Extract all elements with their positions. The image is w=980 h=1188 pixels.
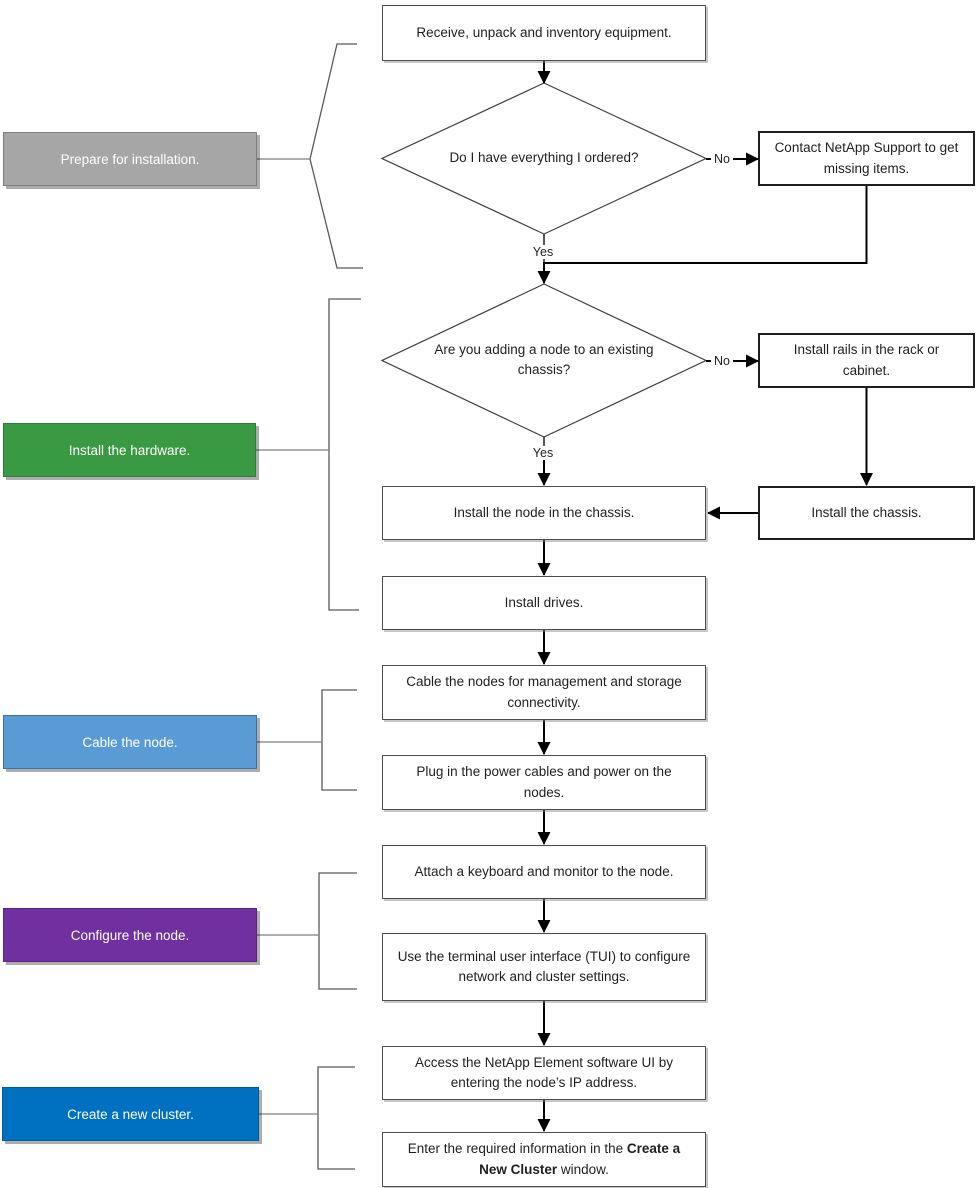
bracket-cable [321, 689, 357, 791]
phase-prepare-for-installation: Prepare for installation. [3, 132, 257, 186]
bracket-hardware [328, 298, 361, 611]
phase-install-the-hardware: Install the hardware. [3, 423, 256, 477]
group-brackets [309, 43, 363, 1170]
create-new-cluster-bold: Create a New Cluster [479, 1141, 681, 1177]
step-install-drives: Install drives. [382, 576, 706, 630]
edge-label-yes-2: Yes [529, 446, 557, 460]
phase-cable-the-node: Cable the node. [3, 715, 257, 769]
step-contact-netapp-support: Contact NetApp Support to get missing it… [758, 131, 975, 186]
decision-everything-ordered-label: Do I have everything I ordered? [449, 150, 639, 165]
step-install-rails: Install rails in the rack or cabinet. [758, 333, 975, 388]
edge-label-no-2: No [711, 354, 733, 368]
step-plug-in-power: Plug in the power cables and power on th… [382, 755, 706, 810]
step-attach-keyboard-monitor: Attach a keyboard and monitor to the nod… [382, 845, 706, 899]
bracket-configure [318, 872, 357, 990]
step-cable-nodes: Cable the nodes for management and stora… [382, 665, 706, 720]
edge-label-yes-1: Yes [529, 245, 557, 259]
enter-info-text: Enter the required information in the Cr… [407, 1141, 681, 1177]
edge-label-no-1: No [711, 152, 733, 166]
step-enter-cluster-info: Enter the required information in the Cr… [382, 1132, 706, 1187]
bracket-prepare [309, 43, 363, 269]
decision-diamonds [380, 82, 708, 438]
step-receive-unpack-inventory: Receive, unpack and inventory equipment. [382, 5, 706, 61]
phase-connectors [255, 158, 329, 1115]
phase-configure-the-node: Configure the node. [3, 908, 257, 962]
step-install-node-in-chassis: Install the node in the chassis. [382, 486, 706, 540]
step-access-element-ui: Access the NetApp Element software UI by… [382, 1046, 706, 1100]
bracket-cluster [317, 1066, 355, 1170]
step-install-chassis: Install the chassis. [758, 486, 975, 540]
decision-existing-chassis-label: Are you adding a node to an existing cha… [434, 342, 654, 378]
phase-create-a-new-cluster: Create a new cluster. [2, 1087, 259, 1141]
step-use-tui: Use the terminal user interface (TUI) to… [382, 933, 706, 1001]
